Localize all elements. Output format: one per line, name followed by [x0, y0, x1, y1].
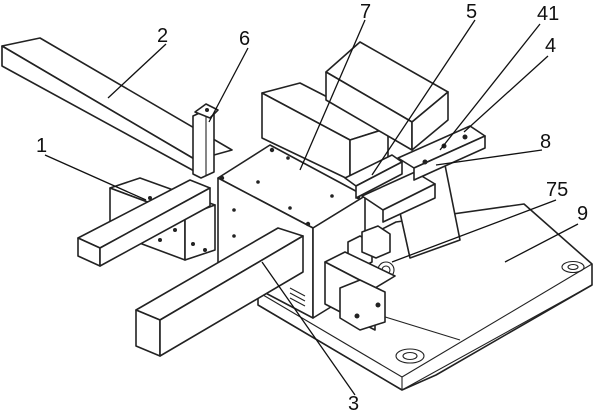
rail-3	[135, 227, 304, 357]
right-die-housing	[325, 41, 461, 259]
arm-5-8	[344, 154, 436, 223]
label-4: 4	[545, 35, 556, 57]
part-labels: 2 6 1 7 5 41 4 8 75 9 3	[36, 1, 588, 413]
leader-lines	[44, 19, 579, 396]
label-6: 6	[239, 28, 250, 50]
label-41: 41	[537, 3, 559, 25]
label-75: 75	[546, 179, 568, 201]
label-8: 8	[540, 131, 551, 153]
label-5: 5	[466, 1, 477, 23]
actuator-75	[324, 225, 396, 331]
post-6	[192, 103, 219, 179]
label-3: 3	[348, 393, 359, 413]
label-1: 1	[36, 135, 47, 157]
rail-1	[77, 179, 211, 267]
label-9: 9	[577, 203, 588, 225]
label-7: 7	[360, 1, 371, 23]
label-2: 2	[157, 25, 168, 47]
